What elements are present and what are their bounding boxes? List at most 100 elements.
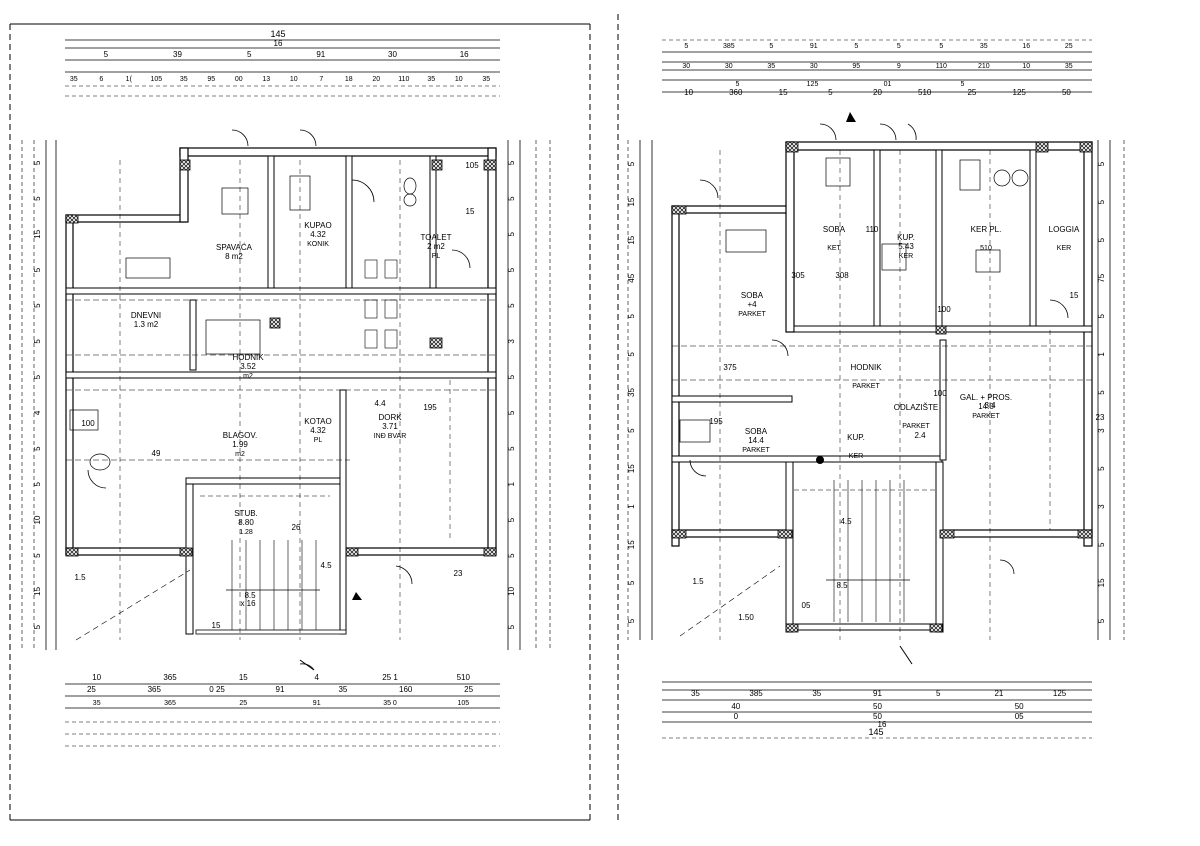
dimension-note: 49 [152, 449, 161, 458]
dimension-label: 385 [723, 43, 735, 50]
dimension-label: 21 [994, 689, 1003, 698]
dimension-label: 5 [507, 374, 516, 379]
dimension-label: 0 25 [209, 685, 225, 694]
dimension-label: 365 [163, 673, 177, 682]
dimension-label: 20 [372, 76, 380, 83]
dimension-label: 5 [684, 43, 688, 50]
dimension-label: 35 [70, 76, 78, 83]
room-area: 1.99 [232, 440, 248, 449]
dimension-label: 360 [729, 88, 743, 97]
dimension-note: 305 [791, 271, 805, 280]
dimension-label: 25 [1065, 43, 1073, 50]
room-name: HODNIK [850, 363, 882, 372]
room-name: STUB. [234, 509, 258, 518]
dimension-label: 00 [235, 76, 243, 83]
dimension-label: 5 [33, 267, 42, 272]
dimension-note: 26 [292, 523, 301, 532]
dimension-note: 100 [933, 389, 947, 398]
dimension-note: 15 [212, 621, 221, 630]
room-name: KER PL. [971, 225, 1002, 234]
right-overall-bottom-dim: 145 [868, 727, 883, 737]
dimension-label: 5 [507, 160, 516, 165]
dimension-label: 105 [150, 76, 162, 83]
right-top-dimension-lines [662, 39, 1092, 93]
room-name: DORK [378, 413, 402, 422]
dimension-label: 5 [507, 446, 516, 451]
right-interior-lines [672, 112, 1092, 665]
room-area: 8.80 [238, 518, 254, 527]
dimension-label: 5 [33, 624, 42, 629]
dimension-label: 5 [939, 43, 943, 50]
dimension-note: 100 [81, 419, 95, 428]
dimension-label: 25 1 [382, 673, 398, 682]
room-floor: PL [432, 253, 441, 260]
dimension-label: 95 [207, 76, 215, 83]
dimension-label: 05 [1015, 712, 1024, 721]
dimension-note: 15 [466, 207, 475, 216]
dimension-label: 105 [457, 700, 469, 707]
room-name: SOBA [745, 427, 768, 436]
dimension-label: 50 [1015, 702, 1024, 711]
dimension-label: 30 [682, 63, 690, 70]
dimension-note: 8.5 [244, 591, 256, 600]
dimension-label: 91 [873, 689, 882, 698]
left-walls [65, 147, 497, 635]
dimension-label: 5 [828, 88, 833, 97]
dimension-label: 15 [627, 540, 636, 549]
dimension-note: 4.5 [320, 561, 332, 570]
dimension-label: 5 [1097, 542, 1106, 547]
room-floor: KET [827, 245, 841, 252]
dimension-label: 5 [627, 314, 636, 319]
dimension-note: 1.50 [738, 613, 754, 622]
dimension-label: 95 [852, 63, 860, 70]
dimension-label: 5 [1097, 618, 1106, 623]
dimension-label: 365 [148, 685, 162, 694]
dimension-label: 5 [854, 43, 858, 50]
dimension-label: 210 [978, 63, 990, 70]
dimension-label: 10 [507, 586, 516, 595]
dimension-label: 5 [1097, 466, 1106, 471]
dimension-label: 35 [691, 689, 700, 698]
dimension-label: 16 [460, 50, 469, 59]
dimension-label: 5 [627, 352, 636, 357]
room-area: 1.3 m2 [134, 320, 159, 329]
dimension-label: 125 [807, 81, 819, 88]
dimension-label: 91 [276, 685, 285, 694]
dimension-label: 10 [290, 76, 298, 83]
dimension-label: 35 0 [383, 700, 397, 707]
dimension-label: 5 [104, 50, 109, 59]
left-top-dimension-lines [65, 39, 500, 97]
dimension-note: 05 [802, 601, 811, 610]
dimension-label: 510 [457, 673, 471, 682]
dimension-label: 5 [507, 624, 516, 629]
dimension-label: 1( [126, 76, 133, 83]
left-overall-top-subdim: 16 [274, 39, 283, 48]
dimension-label: 5 [33, 303, 42, 308]
room-name: HODNIK [232, 353, 264, 362]
dimension-note: 2.4 [914, 431, 926, 440]
dimension-label: 18 [345, 76, 353, 83]
room-floor: PARKET [972, 413, 1000, 420]
room-floor: KONIK [307, 241, 329, 248]
left-side-dimension-lines [21, 140, 551, 650]
dimension-label: 91 [810, 43, 818, 50]
dimension-label: 15 [239, 673, 248, 682]
dimension-label: 75 [1097, 273, 1106, 282]
dimension-label: 10 [455, 76, 463, 83]
room-area: 4.32 [310, 426, 326, 435]
dimension-label: 6 [99, 76, 103, 83]
dimension-label: 3 [507, 339, 516, 344]
dimension-note: 100 [937, 305, 951, 314]
